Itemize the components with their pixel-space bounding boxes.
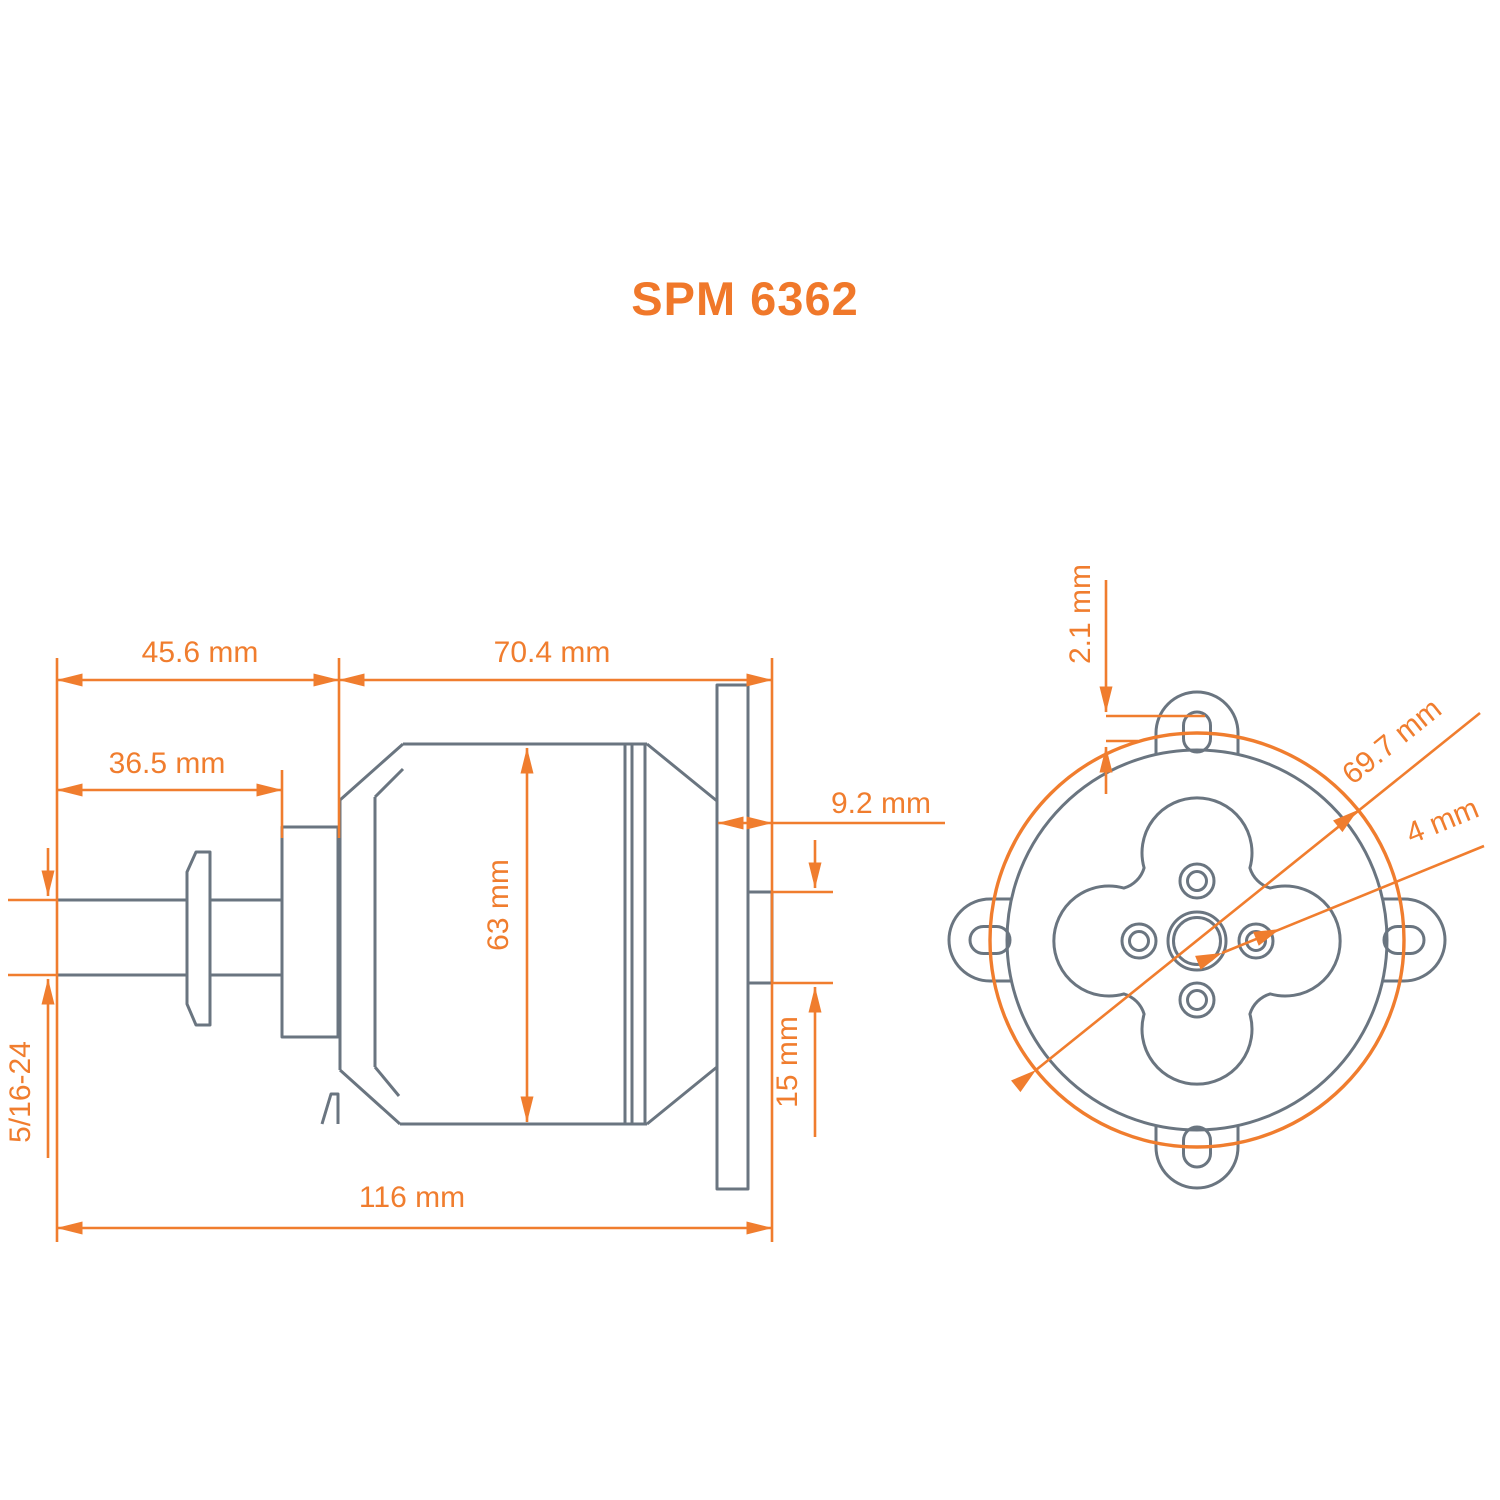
dimension-shaft-thread: 5/16-24 bbox=[4, 848, 57, 1158]
side-view-dimensions: 45.6 mm 70.4 mm 36.5 mm 9.2 mm 63 mm 15 … bbox=[4, 636, 945, 1242]
extension-lines bbox=[55, 658, 774, 1242]
motor-bell bbox=[320, 742, 718, 1126]
rear-hub bbox=[280, 825, 340, 1039]
side-view-outline bbox=[57, 683, 774, 1191]
mount-plate-edge bbox=[715, 683, 750, 1191]
dimension-can-diameter: 63 mm bbox=[482, 747, 534, 1123]
dimension-bell-to-mount-face: 70.4 mm bbox=[338, 636, 773, 687]
dimension-mount-thickness: 9.2 mm bbox=[717, 787, 945, 830]
shaft-lines bbox=[57, 898, 282, 977]
dim-label-63: 63 mm bbox=[482, 859, 515, 951]
dim-label-thread: 5/16-24 bbox=[4, 1041, 37, 1143]
dimension-overall-length: 116 mm bbox=[56, 1181, 773, 1235]
bolt-circle bbox=[988, 731, 1406, 1149]
dim-label-70-4: 70.4 mm bbox=[494, 636, 611, 669]
dim-label-45-6: 45.6 mm bbox=[142, 636, 259, 669]
page-title: SPM 6362 bbox=[631, 272, 858, 325]
shaft-hole-outer bbox=[1166, 910, 1228, 972]
dimension-exposed-shaft: 36.5 mm bbox=[56, 747, 283, 797]
dim-label-36-5: 36.5 mm bbox=[109, 747, 226, 780]
screw-holes bbox=[1120, 862, 1275, 1019]
shaft-hole-inner bbox=[1172, 916, 1222, 966]
mount-tab-top bbox=[1154, 690, 1240, 754]
dim-label-69-7: 69.7 mm bbox=[1336, 692, 1448, 791]
dim-label-15: 15 mm bbox=[771, 1016, 804, 1108]
dim-label-2-1: 2.1 mm bbox=[1064, 564, 1097, 664]
front-view-dimensions: 2.1 mm 69.7 mm 4 mm bbox=[988, 564, 1485, 1149]
mount-tab-left bbox=[947, 897, 1011, 983]
front-stub bbox=[748, 890, 774, 985]
hub-cross bbox=[1052, 796, 1342, 1086]
dim-label-9-2: 9.2 mm bbox=[831, 787, 931, 820]
mount-tab-bottom bbox=[1154, 1126, 1240, 1190]
dimension-tab-hole-offset: 2.1 mm bbox=[1064, 564, 1205, 794]
dimension-front-stub: 15 mm bbox=[771, 840, 833, 1137]
prop-washer bbox=[185, 850, 212, 1027]
dim-label-4: 4 mm bbox=[1401, 792, 1483, 851]
mount-tab-right bbox=[1383, 897, 1447, 983]
motor-face-circle bbox=[1005, 748, 1389, 1132]
dimension-rear-shaft-to-bell: 45.6 mm bbox=[56, 636, 340, 687]
dim-label-116: 116 mm bbox=[359, 1181, 465, 1214]
